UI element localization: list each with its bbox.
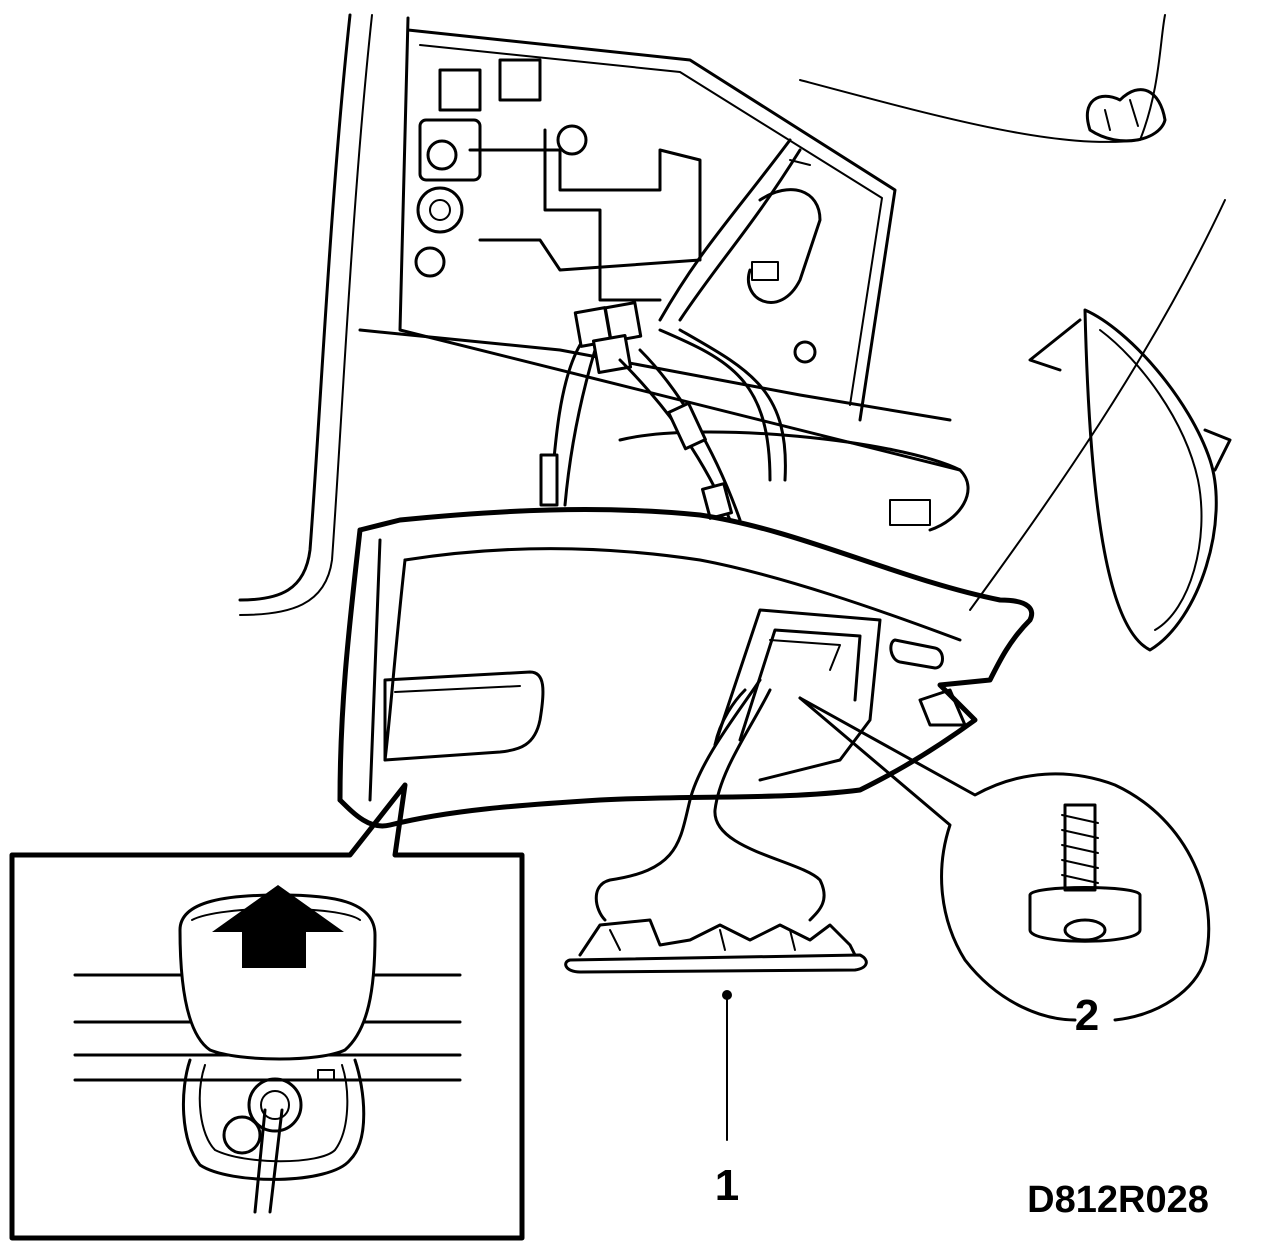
door-trim-panel — [337, 507, 1035, 829]
figure-reference: D812R028 — [1027, 1179, 1209, 1221]
wiring-harness — [539, 138, 802, 522]
arrow-up-icon — [212, 885, 344, 968]
callout-1-label: 1 — [715, 1161, 739, 1210]
lamp-wires — [594, 678, 826, 922]
clip — [1085, 88, 1167, 143]
mirror-housing — [1028, 308, 1232, 652]
lamp-assembly — [564, 918, 868, 974]
body-frame — [238, 13, 1226, 616]
detail-inset — [9, 782, 525, 1241]
callout-1: 1 — [715, 990, 739, 1210]
callout-2-label: 2 — [1075, 991, 1099, 1040]
latch-mechanism — [414, 58, 822, 364]
callout-2: 2 — [798, 696, 1211, 1040]
screw-icon — [1028, 803, 1142, 943]
